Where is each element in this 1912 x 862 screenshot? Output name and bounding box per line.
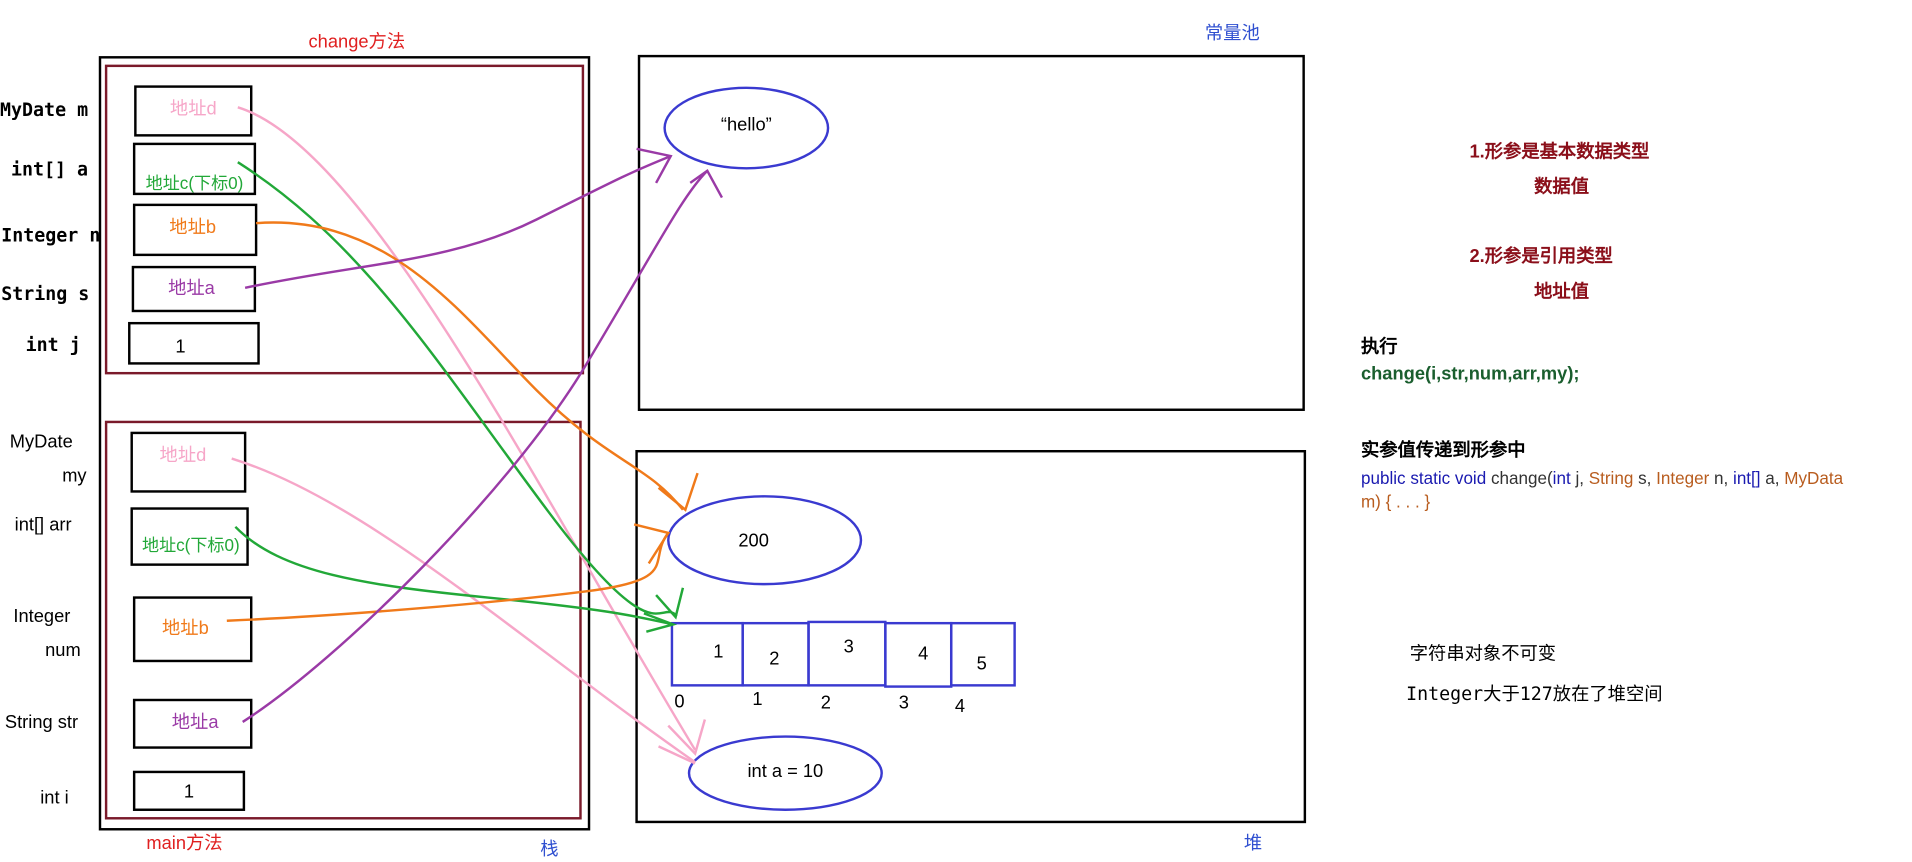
main-var-label: int i bbox=[40, 787, 69, 809]
change-param-label: MyDate m bbox=[0, 98, 89, 121]
main-var-i-box bbox=[132, 770, 246, 811]
pink-arrowhead-1 bbox=[667, 719, 707, 757]
main-var-label: my bbox=[62, 465, 87, 487]
array-index: 2 bbox=[820, 692, 831, 714]
change-param-value: 地址b bbox=[169, 217, 217, 238]
sig-token: MyData bbox=[1784, 468, 1844, 488]
orange-arrow-change-n bbox=[256, 221, 684, 511]
pink-arrow-main-my bbox=[231, 457, 696, 764]
purple-arrowhead-1 bbox=[636, 147, 673, 184]
sig-token: a, bbox=[1760, 468, 1785, 488]
array-index: 3 bbox=[898, 692, 909, 714]
immutable-string-note: 字符串对象不可变 bbox=[1409, 642, 1557, 665]
hello-string-text: “hello” bbox=[720, 114, 772, 136]
orange-arrowhead-2 bbox=[633, 523, 671, 565]
note-primitive-value: 数据值 bbox=[1534, 176, 1590, 198]
green-arrowhead-2 bbox=[643, 612, 678, 633]
change-param-label: int[] a bbox=[10, 158, 89, 181]
green-arrow-main-arr bbox=[234, 525, 674, 626]
main-var-str-box bbox=[132, 698, 253, 749]
pass-label: 实参值传递到形参中 bbox=[1360, 440, 1526, 461]
note-reference-title: 2.形参是引用类型 bbox=[1469, 246, 1613, 268]
green-arrowhead-1 bbox=[655, 587, 685, 620]
change-param-value: 地址a bbox=[168, 278, 215, 299]
array-value: 1 bbox=[713, 641, 724, 663]
sig-token: n, bbox=[1709, 468, 1734, 488]
change-param-n-box bbox=[132, 203, 258, 257]
mydate-object-text: int a = 10 bbox=[747, 760, 824, 782]
main-var-label: Integer bbox=[13, 606, 71, 627]
heap-label: 堆 bbox=[1243, 832, 1263, 854]
change-param-s-box bbox=[131, 265, 257, 313]
exec-label: 执行 bbox=[1360, 336, 1398, 358]
main-var-num-box bbox=[132, 596, 253, 663]
array-index: 1 bbox=[752, 689, 763, 710]
sig-token: String bbox=[1588, 468, 1634, 488]
method-signature-line2: m) { . . . } bbox=[1360, 491, 1431, 511]
array-value: 4 bbox=[918, 643, 929, 665]
note-reference-value: 地址值 bbox=[1534, 281, 1590, 303]
change-param-label: Integer n bbox=[1, 224, 101, 247]
array-value: 3 bbox=[843, 636, 854, 658]
array-index: 0 bbox=[674, 691, 685, 713]
heap-region bbox=[635, 449, 1307, 824]
orange-arrow-main-num bbox=[226, 532, 670, 622]
array-value: 5 bbox=[976, 653, 987, 675]
sig-token: change( bbox=[1486, 468, 1553, 488]
stack-region bbox=[98, 56, 591, 831]
constant-pool-label: 常量池 bbox=[1204, 23, 1260, 44]
array-index: 4 bbox=[954, 696, 966, 718]
change-param-label: int j bbox=[25, 334, 81, 357]
integer-200-text: 200 bbox=[738, 530, 769, 552]
main-method-label: main方法 bbox=[146, 832, 223, 854]
sig-token: int[] bbox=[1733, 468, 1761, 488]
main-var-label: MyDate bbox=[9, 431, 73, 453]
array-value: 2 bbox=[769, 648, 780, 670]
main-var-label: String str bbox=[4, 712, 79, 733]
purple-arrow-change-s bbox=[244, 154, 672, 289]
pink-arrow-change-m bbox=[237, 106, 697, 751]
mydate-object-ellipse bbox=[687, 735, 883, 811]
hello-string-ellipse bbox=[663, 86, 830, 170]
pink-arrowhead-2 bbox=[658, 745, 696, 765]
integer-cache-note: Integer大于127放在了堆空间 bbox=[1406, 682, 1663, 705]
sig-token: s, bbox=[1633, 468, 1657, 488]
main-var-value: 地址a bbox=[171, 712, 219, 733]
method-signature-line1: public static void change(int j, String … bbox=[1361, 467, 1843, 489]
note-primitive-title: 1.形参是基本数据类型 bbox=[1469, 141, 1650, 163]
change-param-value: 地址d bbox=[169, 98, 217, 120]
orange-arrowhead-1 bbox=[657, 472, 699, 512]
main-var-label: int[] arr bbox=[14, 514, 72, 536]
stack-label: 栈 bbox=[540, 839, 559, 860]
sig-token: public static void bbox=[1360, 468, 1487, 488]
sig-token: Integer bbox=[1656, 468, 1710, 488]
change-param-m-box bbox=[134, 85, 253, 137]
constant-pool-region bbox=[637, 54, 1305, 411]
main-var-value: 1 bbox=[183, 781, 195, 803]
main-method-frame bbox=[104, 420, 582, 820]
main-var-label: num bbox=[45, 640, 81, 661]
main-var-value: 地址d bbox=[159, 445, 207, 466]
purple-arrowhead-2 bbox=[689, 168, 724, 199]
purple-arrow-main-str bbox=[242, 169, 709, 723]
change-param-a-box bbox=[132, 142, 257, 196]
sig-token: int bbox=[1552, 468, 1571, 488]
change-param-label: String s bbox=[1, 282, 90, 305]
main-var-value: 地址b bbox=[161, 618, 209, 640]
main-var-value: 地址c(下标0) bbox=[141, 535, 240, 555]
change-param-value: 1 bbox=[175, 336, 186, 358]
integer-200-ellipse bbox=[667, 495, 863, 586]
change-param-j-box bbox=[128, 321, 260, 365]
change-param-value: 地址c(下标0) bbox=[145, 173, 244, 193]
array-cell-4 bbox=[949, 621, 1016, 687]
change-method-label: change方法 bbox=[308, 31, 406, 53]
exec-call: change(i,str,num,arr,my); bbox=[1360, 363, 1580, 385]
sig-token: j, bbox=[1570, 468, 1589, 488]
green-arrow-change-a bbox=[237, 161, 678, 617]
change-method-frame bbox=[104, 64, 585, 375]
